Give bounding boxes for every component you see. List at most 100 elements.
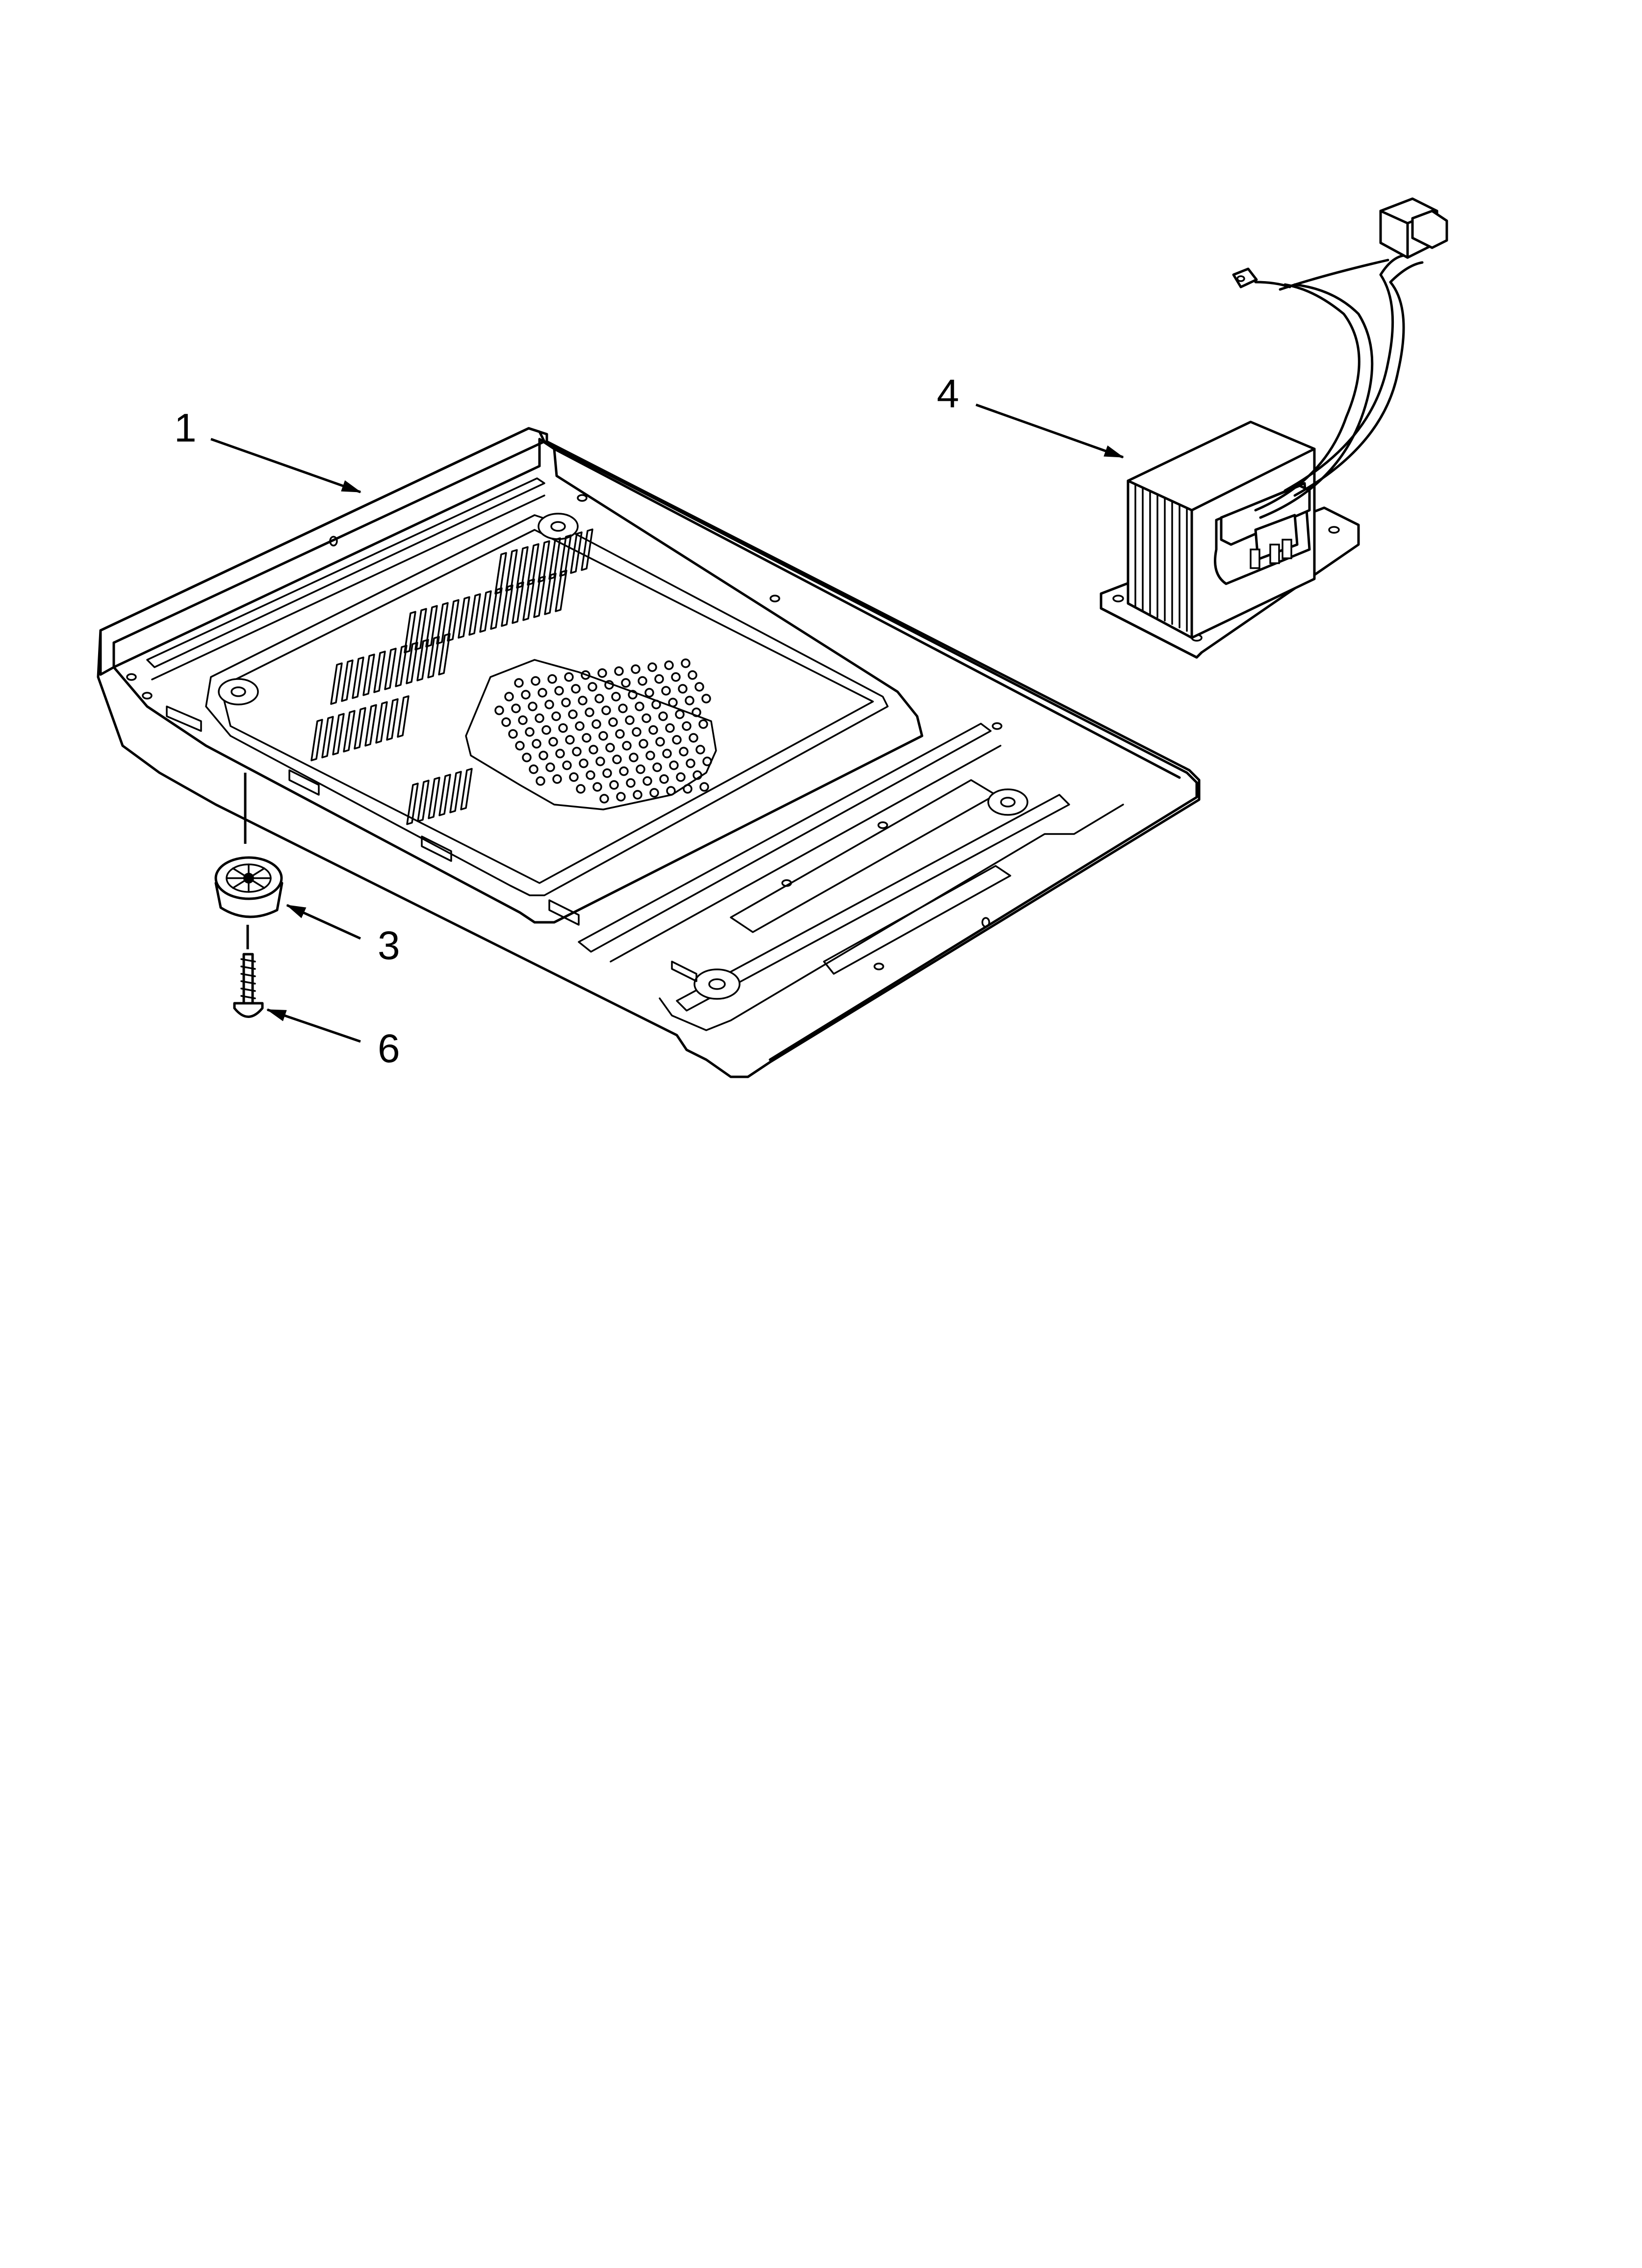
grille-hole (591, 719, 601, 729)
grille-hole (588, 682, 597, 692)
grille-hole (668, 698, 678, 707)
grille-hole (579, 758, 589, 768)
grille-hole (644, 688, 654, 698)
grille-hole (659, 774, 669, 784)
grille-hole (662, 749, 672, 758)
grille-hole (633, 790, 642, 800)
louver-slot (479, 590, 492, 633)
louver-slot (490, 587, 503, 630)
louver-slot (438, 633, 451, 676)
louver-slot (384, 648, 397, 690)
grille-hole (531, 676, 540, 686)
louver-slot (438, 774, 451, 816)
mounting-boss (693, 968, 741, 1000)
grille-hole (639, 739, 648, 749)
grille-hole (631, 664, 641, 674)
grille-hole (581, 670, 590, 680)
louver-slot (330, 662, 343, 705)
grille-hole (568, 709, 578, 719)
grille-hole (652, 762, 662, 772)
grille-hole (544, 700, 554, 709)
louver-slot (548, 537, 561, 580)
grille-hole (501, 717, 511, 727)
grille-hole (626, 778, 636, 788)
grille-hole (599, 794, 609, 804)
grille-hole (589, 745, 598, 755)
callout-4: 4 (937, 371, 1124, 459)
grille-hole (695, 745, 705, 755)
base-plate-part (97, 427, 1201, 1078)
louver-slot (373, 651, 386, 693)
louver-slot (512, 581, 524, 624)
louver-slot (386, 698, 399, 741)
vent-grille (465, 658, 717, 810)
grille-hole (678, 684, 688, 694)
grille-hole (693, 770, 702, 780)
grille-hole (578, 696, 588, 705)
grille-hole (601, 705, 611, 715)
grille-hole (515, 741, 525, 751)
grille-hole (651, 700, 661, 709)
grille-hole (672, 735, 682, 745)
grille-hole (625, 715, 635, 725)
grille-hole (666, 786, 676, 796)
louver-slot (447, 599, 460, 642)
grille-hole (694, 682, 704, 692)
grille-hole (576, 784, 586, 794)
grille-hole (602, 768, 612, 778)
grille-hole (565, 735, 575, 745)
grille-hole (545, 762, 555, 772)
grille-hole (661, 686, 671, 696)
grille-hole (616, 792, 626, 802)
screw-part (233, 925, 264, 1018)
callout-4-label: 4 (937, 371, 959, 416)
vent-louvers (310, 528, 593, 825)
rubber-foot-part (214, 773, 283, 918)
grille-hole (628, 690, 638, 700)
grille-hole (569, 772, 579, 782)
louver-slot (321, 716, 334, 758)
callout-1: 1 (174, 406, 361, 494)
grille-hole (582, 733, 591, 743)
grille-hole (685, 696, 694, 705)
grille-hole (665, 723, 675, 733)
grille-hole (692, 707, 701, 717)
grille-hole (555, 749, 565, 758)
grille-hole (689, 733, 698, 743)
grille-hole (598, 731, 608, 741)
grille-hole (525, 727, 535, 737)
transformer-part (1100, 197, 1448, 659)
callout-6: 6 (266, 1008, 400, 1071)
louver-slot (570, 531, 583, 574)
grille-hole (622, 741, 632, 751)
grille-hole (682, 721, 692, 731)
louver-slot (406, 642, 418, 684)
grille-hole (641, 713, 651, 723)
mounting-boss (538, 513, 579, 540)
grille-hole (614, 666, 624, 676)
grille-hole (676, 772, 686, 782)
grille-hole (681, 658, 691, 668)
grille-hole (642, 776, 652, 786)
louver-slot (533, 575, 546, 618)
edge-tabs (166, 705, 697, 982)
grille-hole (688, 670, 697, 680)
louver-slot (449, 771, 462, 813)
grille-hole (632, 727, 641, 737)
grille-hole (635, 702, 644, 711)
grille-hole (595, 756, 605, 766)
grille-hole (514, 678, 524, 688)
grille-hole (547, 674, 557, 684)
grille-hole (645, 751, 655, 760)
louver-slot (555, 570, 567, 612)
louver-slot (460, 768, 473, 810)
callout-3: 3 (286, 904, 400, 968)
plate-holes (126, 494, 1002, 970)
grille-hole (529, 764, 539, 774)
grille-hole (699, 782, 709, 792)
grille-hole (586, 770, 595, 780)
grille-hole (521, 690, 531, 700)
grille-hole (648, 725, 658, 735)
grille-hole (592, 782, 602, 792)
callout-1-label: 1 (174, 406, 197, 450)
